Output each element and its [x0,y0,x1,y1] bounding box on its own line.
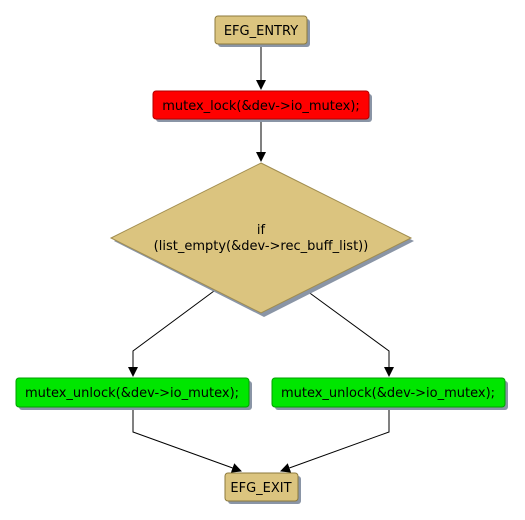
node-exit-box [224,472,299,502]
node-unlock-left-box [15,377,250,408]
node-decision-line1: if [257,223,266,238]
node-entry-box [214,15,308,45]
node-lock-label: mutex_lock(&dev->io_mutex); [162,99,360,114]
node-unlock-right-box [271,377,506,408]
node-entry: EFG_ENTRY [214,15,310,47]
node-decision-line2: (list_empty(&dev->rec_buff_list)) [154,239,369,254]
node-unlock-right: mutex_unlock(&dev->io_mutex); [271,377,508,410]
node-unlock-right-label: mutex_unlock(&dev->io_mutex); [281,386,495,401]
node-lock-box [152,90,370,120]
edge-unlock-left-to-exit [132,408,242,473]
node-exit: EFG_EXIT [224,472,301,504]
edge-decision-to-unlock-right [306,290,394,377]
node-exit-label: EFG_EXIT [230,481,291,496]
node-unlock-left-label: mutex_unlock(&dev->io_mutex); [25,386,239,401]
node-lock: mutex_lock(&dev->io_mutex); [152,90,372,122]
node-entry-label: EFG_ENTRY [224,24,298,39]
node-decision: if (list_empty(&dev->rec_buff_list)) [109,162,414,317]
node-unlock-left: mutex_unlock(&dev->io_mutex); [15,377,252,410]
edge-decision-to-unlock-left [128,290,215,377]
node-decision-diamond [109,162,413,314]
edges [128,45,394,473]
edge-unlock-right-to-exit [280,408,390,473]
